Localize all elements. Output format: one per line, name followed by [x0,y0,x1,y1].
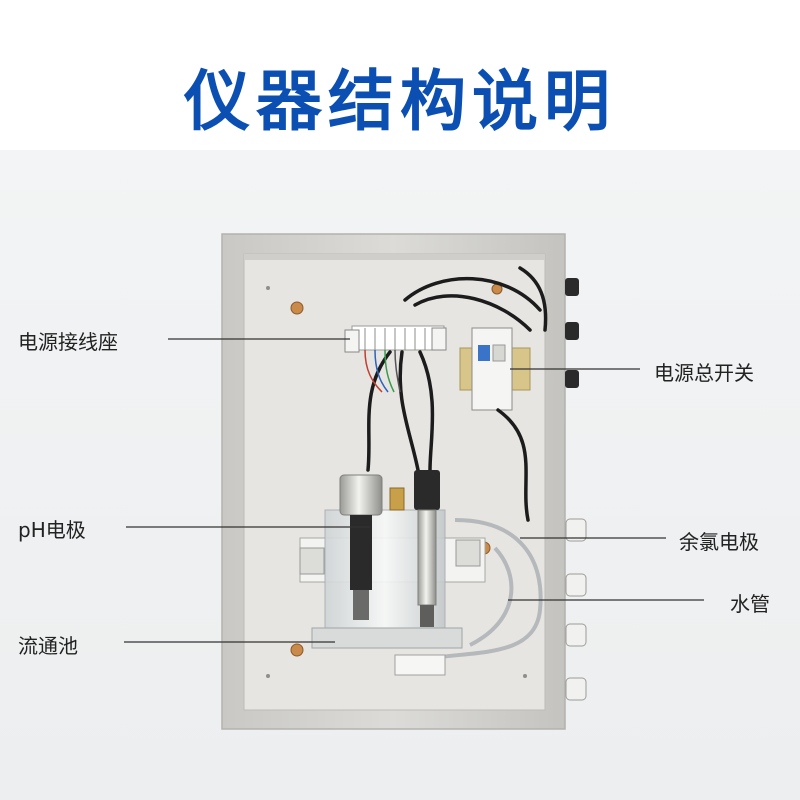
gland-dark [565,322,579,340]
flow-cell-base [311,627,463,649]
gland-white [565,518,587,542]
panel-shadow [244,254,545,260]
switch-body [471,327,513,411]
switch-lever [478,345,490,361]
terminal-strip [351,325,445,351]
chlorine-electrode-tip [420,605,434,627]
label-flow-cell: 流通池 [18,634,78,658]
label-ph-electrode: pH电极 [18,518,86,542]
flow-cell-fitting [455,539,481,567]
switch-window [492,344,506,362]
ph-electrode-tip [353,590,369,620]
chlorine-electrode-drawing [389,470,440,627]
label-chlorine-electrode: 余氯电极 [679,530,759,554]
corner-hole [266,286,270,290]
mount-screw [290,301,304,315]
terminal-end [431,327,447,351]
gland-white [565,677,587,701]
water-pipe [419,518,543,662]
ph-electrode-body [350,515,372,590]
gland-dark [565,278,579,296]
gland-dark [565,370,579,388]
corner-hole [266,674,270,678]
chlorine-electrode-cap [414,470,440,510]
ph-electrode-cap [339,474,383,516]
corner-hole [523,674,527,678]
gland-white [565,623,587,647]
electrode-clamp [389,487,405,511]
ph-electrode-drawing [339,474,383,620]
terminal-end [344,329,360,353]
terminal-wires [364,349,401,393]
cables [366,266,548,522]
label-main-switch: 电源总开关 [654,361,754,385]
cable-glands [565,278,587,701]
label-water-pipe: 水管 [730,592,770,616]
chlorine-electrode-body [417,509,437,606]
flow-cell-outlet [394,654,446,676]
gland-white [565,573,587,597]
mount-screw [290,643,304,657]
power-terminal-block [344,325,447,353]
label-power-terminal: 电源接线座 [18,330,118,354]
flow-cell-fitting [299,547,325,575]
leader-lines [124,338,704,643]
cabinet [221,233,566,730]
page-title: 仪器结构说明 [184,63,616,140]
